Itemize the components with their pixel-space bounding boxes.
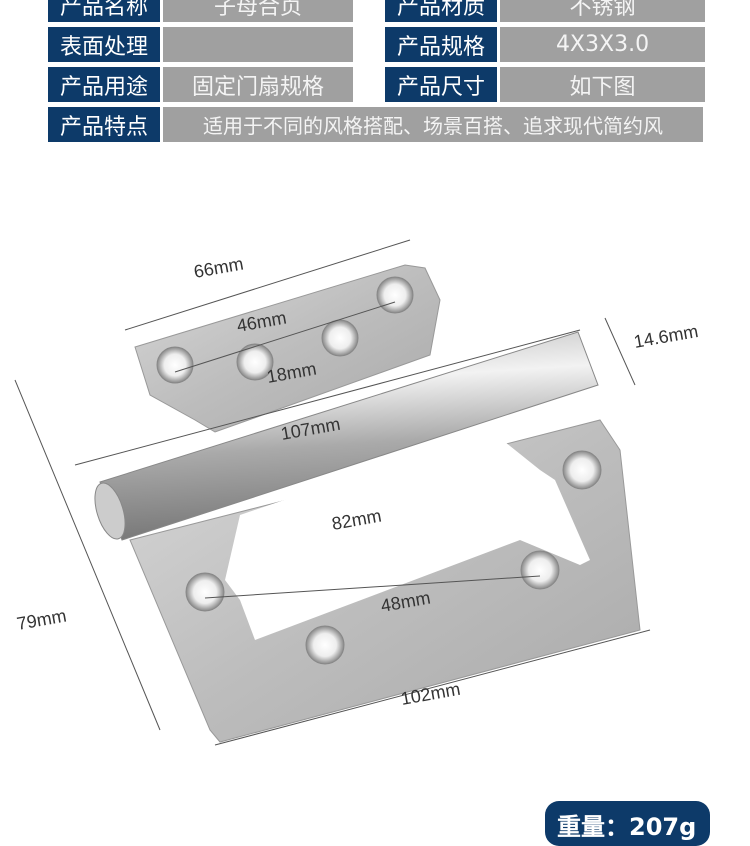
spec-value: 如下图 — [500, 67, 705, 102]
spec-value: 4X3X3.0 — [500, 27, 705, 62]
spec-label: 产品规格 — [385, 27, 497, 62]
spec-label: 产品材质 — [385, 0, 497, 22]
dim-14-6: 14.6mm — [632, 321, 700, 352]
feature-label: 产品特点 — [48, 107, 160, 142]
screw-holes — [156, 276, 602, 665]
dim-66: 66mm — [192, 254, 245, 282]
bottom-cutout — [225, 430, 590, 640]
top-plate — [134, 264, 441, 433]
dimension-lines — [14, 239, 651, 746]
spec-value: 子母合页 — [163, 0, 353, 22]
barrel-cap — [94, 482, 126, 540]
weight-badge: 重量：207g — [545, 801, 710, 846]
spec-label: 表面处理 — [48, 27, 160, 62]
spec-value — [163, 27, 353, 62]
spec-value: 不锈钢 — [500, 0, 705, 22]
dim-79: 79mm — [15, 606, 68, 634]
spec-value: 固定门扇规格 — [163, 67, 353, 102]
spec-label: 产品名称 — [48, 0, 160, 22]
spec-label: 产品用途 — [48, 67, 160, 102]
spec-label: 产品尺寸 — [385, 67, 497, 102]
feature-value: 适用于不同的风格搭配、场景百搭、追求现代简约风 — [163, 107, 703, 142]
